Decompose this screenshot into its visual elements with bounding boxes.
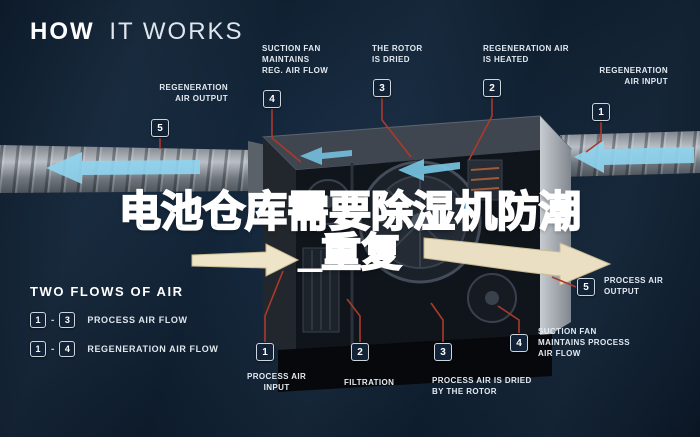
badge-reg-air-input: 1	[592, 103, 610, 121]
regeneration-out-arrow	[46, 152, 200, 184]
airflow-arrows	[46, 141, 694, 286]
label-suction-fan-reg: SUCTION FAN MAINTAINS REG. AIR FLOW	[262, 44, 329, 75]
title-light: IT WORKS	[109, 18, 244, 45]
label-process-air-output: PROCESS AIR OUTPUT	[604, 276, 664, 296]
regeneration-in-arrow	[574, 141, 694, 173]
legend-row-process: 1 - 3 PROCESS AIR FLOW	[30, 312, 218, 328]
process-in-arrow	[191, 243, 300, 277]
title-bold: HOW	[30, 18, 95, 45]
badge-process-air-dried: 3	[434, 343, 452, 361]
badge-reg-air-heated: 2	[483, 79, 501, 97]
label-suction-fan-process: SUCTION FAN MAINTAINS PROCESS AIR FLOW	[538, 327, 630, 358]
callout-connector-lines	[159, 98, 602, 342]
top-air-arrow	[300, 147, 352, 165]
label-reg-air-output: REGENERATION AIR OUTPUT	[159, 83, 228, 103]
label-rotor-dried: THE ROTOR IS DRIED	[372, 44, 423, 64]
chinese-watermark-line2: _重复	[298, 230, 402, 276]
legend-separator: -	[51, 343, 55, 355]
legend-badge-end: 4	[59, 341, 76, 357]
legend-label-process: PROCESS AIR FLOW	[87, 315, 188, 325]
badge-process-air-input: 1	[256, 343, 274, 361]
badge-suction-fan-process: 4	[510, 334, 528, 352]
badge-filtration: 2	[351, 343, 369, 361]
two-flows-legend: TWO FLOWS OF AIR 1 - 3 PROCESS AIR FLOW …	[30, 284, 218, 357]
label-filtration: FILTRATION	[344, 378, 395, 387]
legend-label-regeneration: REGENERATION AIR FLOW	[87, 344, 219, 354]
legend-badge-start: 1	[30, 341, 46, 357]
badge-suction-fan-reg: 4	[263, 90, 281, 108]
page-title: HOW IT WORKS	[30, 18, 244, 46]
legend-badge-end: 3	[59, 312, 76, 328]
badge-process-air-output: 5	[577, 278, 595, 296]
legend-separator: -	[51, 314, 55, 326]
label-reg-air-heated: REGENERATION AIR IS HEATED	[483, 44, 569, 64]
label-reg-air-input: REGENERATION AIR INPUT	[599, 66, 668, 86]
chinese-watermark-line1: 电池仓库需要除湿机防潮	[118, 187, 582, 236]
badge-reg-air-output: 5	[151, 119, 169, 137]
label-process-air-input: PROCESS AIR INPUT	[247, 372, 307, 392]
badge-rotor-dried: 3	[373, 79, 391, 97]
rotor-air-arrow	[398, 159, 460, 181]
label-process-air-dried: PROCESS AIR IS DRIED BY THE ROTOR	[432, 376, 532, 396]
legend-row-regeneration: 1 - 4 REGENERATION AIR FLOW	[30, 341, 218, 357]
process-out-arrow	[423, 237, 612, 286]
legend-title: TWO FLOWS OF AIR	[30, 284, 184, 299]
legend-badge-start: 1	[30, 312, 46, 328]
